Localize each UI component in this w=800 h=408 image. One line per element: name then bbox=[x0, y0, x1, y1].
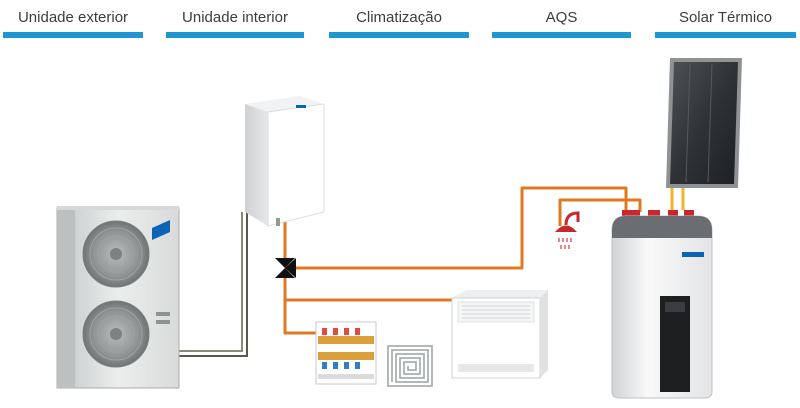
refrigerant-pipes bbox=[178, 212, 248, 357]
header-underline bbox=[655, 32, 796, 38]
hot-water-tank bbox=[611, 210, 713, 399]
header-underline bbox=[166, 32, 304, 38]
header-underline bbox=[3, 32, 143, 38]
brand-badge-icon bbox=[682, 252, 704, 257]
indoor-unit bbox=[245, 96, 325, 227]
fan-coil-unit bbox=[451, 290, 548, 379]
header-unidade-interior: Unidade interior bbox=[166, 0, 304, 42]
solar-thermal-panel bbox=[666, 58, 742, 188]
header-solar-termico: Solar Térmico bbox=[655, 0, 796, 42]
fan-grille-bottom bbox=[82, 300, 150, 368]
daikin-logo-icon bbox=[152, 220, 170, 240]
header-label: Unidade interior bbox=[182, 9, 288, 26]
header-label: Solar Térmico bbox=[678, 9, 773, 26]
header-label: AQS bbox=[545, 9, 578, 26]
header-aqs: AQS bbox=[492, 0, 631, 42]
fan-grille-top bbox=[82, 220, 150, 288]
outdoor-unit bbox=[56, 206, 180, 389]
shower-icon bbox=[555, 211, 580, 249]
underfloor-heating-coil bbox=[387, 345, 433, 387]
three-way-valve-icon bbox=[275, 258, 296, 278]
water-pipes bbox=[283, 186, 642, 335]
header-underline bbox=[492, 32, 631, 38]
header-underline bbox=[329, 32, 469, 38]
solar-pipes bbox=[670, 184, 685, 210]
header-label: Climatização bbox=[356, 9, 442, 26]
brand-badge-icon bbox=[296, 105, 306, 108]
header-unidade-exterior: Unidade exterior bbox=[3, 0, 143, 42]
header-label: Unidade exterior bbox=[17, 9, 129, 26]
header-climatizacao: Climatização bbox=[329, 0, 469, 42]
underfloor-manifold bbox=[315, 321, 377, 385]
